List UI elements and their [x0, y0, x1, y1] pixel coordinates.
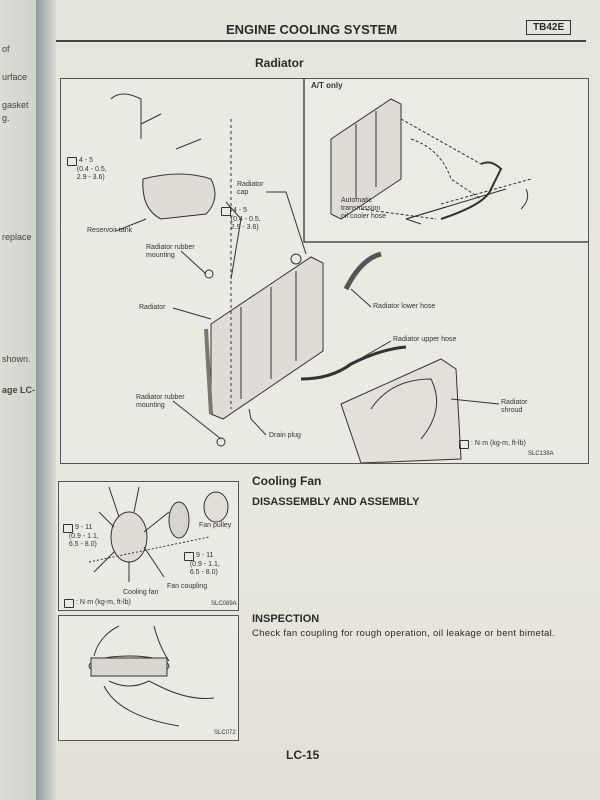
torque-spec-2: 4 - 5 (0.4 - 0.5, 2.9 - 3.6) [221, 207, 261, 232]
manual-page: ENGINE COOLING SYSTEM TB42E Radiator [56, 0, 600, 800]
radiator-figure: 4 - 5 (0.4 - 0.5, 2.9 - 3.6) Reservoir t… [60, 78, 589, 464]
fragment: of [2, 44, 10, 54]
label-drain-plug: Drain plug [269, 432, 301, 439]
radiator-exploded-drawing [110, 79, 588, 463]
torque-legend: : N·m (kg-m, ft-lb) [459, 440, 526, 449]
binding-shadow [36, 0, 58, 800]
page-number: LC-15 [286, 748, 320, 762]
disassembly-heading: DISASSEMBLY AND ASSEMBLY [252, 496, 420, 508]
fan-torque-spec-1: 9 - 11 (0.9 - 1.1, 6.5 - 8.0) [63, 524, 99, 549]
fan-coupling-hand-drawing [88, 625, 215, 727]
label-cooling-fan: Cooling fan [123, 589, 159, 596]
torque-wrench-icon [63, 524, 73, 533]
label-fan-coupling: Fan coupling [167, 583, 208, 590]
fan-torque-legend: : N·m (kg-m, ft-lb) [64, 599, 131, 608]
figure-code: SLC072 [214, 730, 236, 736]
torque-wrench-icon [459, 440, 469, 449]
inset-title: A/T only [311, 81, 343, 90]
fan-exploded-drawing [88, 486, 229, 582]
fragment: gasket [2, 100, 29, 110]
radiator-title: Radiator [255, 56, 304, 70]
fragment: shown. [2, 354, 31, 364]
figure-code: SLC089A [211, 601, 237, 607]
cooling-fan-figure: 9 - 11 (0.9 - 1.1, 6.5 - 8.0) 9 - 11 (0.… [58, 481, 239, 611]
page-header-title: ENGINE COOLING SYSTEM [226, 22, 398, 37]
torque-wrench-icon [184, 552, 194, 561]
fragment: replace [2, 232, 32, 242]
inspection-heading: INSPECTION [252, 613, 320, 625]
label-radiator: Radiator [139, 304, 166, 311]
torque-spec-1: 4 - 5 (0.4 - 0.5, 2.9 - 3.6) [67, 157, 107, 182]
model-badge: TB42E [526, 20, 572, 35]
fragment: age LC- [2, 385, 36, 395]
inspection-text: Check fan coupling for rough operation, … [252, 628, 555, 639]
fan-torque-spec-2: 9 - 11 (0.9 - 1.1, 6.5 - 8.0) [184, 552, 220, 577]
header-divider [56, 40, 586, 42]
label-fan-pulley: Fan pulley [199, 522, 232, 529]
fragment: urface [2, 72, 28, 82]
torque-wrench-icon [64, 599, 74, 608]
figure-code: SLC138A [528, 451, 554, 457]
inspection-figure: SLC072 [58, 615, 239, 741]
adjacent-page-edge: of urface gasket g. replace shown. age L… [0, 0, 40, 800]
label-lower-hose: Radiator lower hose [373, 303, 436, 310]
label-upper-hose: Radiator upper hose [393, 336, 457, 343]
torque-wrench-icon [67, 157, 77, 166]
cooling-fan-title: Cooling Fan [252, 474, 322, 488]
torque-wrench-icon [221, 207, 231, 216]
fragment: g. [2, 113, 10, 123]
label-reservoir-tank: Reservoir tank [87, 227, 133, 234]
